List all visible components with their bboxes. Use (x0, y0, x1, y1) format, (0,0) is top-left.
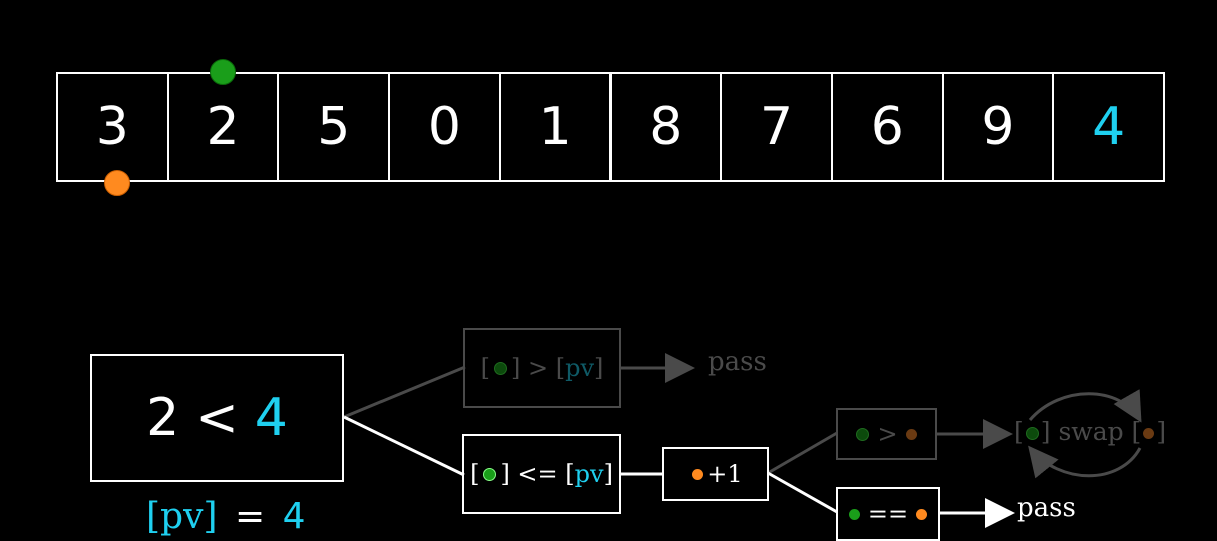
bracket-close: ] (603, 460, 613, 488)
array-cell: 3 (56, 72, 169, 182)
node-green-gt-orange: > (836, 408, 937, 460)
swap-arc-bottom (1028, 445, 1142, 479)
pivot-label: [pv] = 4 (146, 496, 305, 537)
gt-operator-text: ] > [ (510, 354, 566, 382)
swap-arc-top (1028, 389, 1142, 423)
eq-operator-text: == (867, 500, 909, 528)
node-green-le-pivot: [ ] <= [pv] (462, 434, 621, 514)
pv-text: pv (574, 460, 604, 488)
green-dot-icon (848, 508, 860, 520)
array-cell: 6 (830, 72, 944, 182)
comparison-left: 2 (146, 388, 180, 448)
array-cell: 2 (166, 72, 280, 182)
pivot-close-bracket: ] (203, 496, 218, 537)
array-cell: 9 (941, 72, 1055, 182)
green-dot-icon (856, 427, 870, 441)
comparison-right: 4 (254, 388, 288, 448)
gt-operator-text: > (877, 420, 898, 448)
node-orange-increment: +1 (662, 447, 769, 501)
le-operator-text: ] <= [ (500, 460, 575, 488)
orange-dot-icon (692, 468, 704, 480)
bracket-open: [ (1014, 417, 1024, 446)
outcome-pass-bottom: pass (1017, 493, 1076, 523)
green-pointer-marker (210, 59, 236, 85)
outcome-pass-top: pass (708, 347, 767, 377)
pivot-equals: = (234, 496, 266, 537)
array-cell: 4 (1052, 72, 1165, 182)
bracket-open: [ (470, 460, 480, 488)
bracket-close: ] (1156, 417, 1167, 446)
bracket-close: ] (594, 354, 604, 382)
pivot-open-bracket: [ (146, 496, 161, 537)
pivot-name: pv (160, 496, 204, 537)
swap-text: ] swap [ (1040, 417, 1142, 446)
edge-to-gt-pv (343, 365, 466, 419)
orange-dot-icon (916, 508, 928, 520)
green-dot-icon (493, 361, 507, 375)
green-dot-icon (1025, 427, 1039, 440)
comparison-box: 2 < 4 (90, 354, 344, 482)
node-green-gt-pivot: [ ] > [pv] (463, 328, 621, 408)
array-cell: 1 (498, 72, 612, 182)
orange-pointer-marker (104, 170, 130, 196)
array-cell: 8 (609, 72, 723, 182)
pv-text: pv (565, 354, 594, 382)
array-cell: 7 (720, 72, 833, 182)
orange-dot-icon (905, 428, 917, 440)
array-cell: 0 (388, 72, 501, 182)
orange-dot-icon (1143, 428, 1155, 439)
edge-to-le-pv (343, 415, 465, 477)
bracket-open: [ (480, 354, 490, 382)
pivot-value: 4 (282, 496, 306, 537)
array-cell: 5 (277, 72, 391, 182)
comparison-operator: < (195, 388, 239, 448)
edge-to-gt-orange (767, 431, 838, 475)
increment-text: +1 (707, 460, 743, 488)
swap-label: [ ] swap [] (1014, 417, 1166, 446)
green-dot-icon (483, 467, 497, 481)
node-green-eq-orange: == (836, 487, 940, 541)
edge-to-eq-orange (767, 471, 838, 514)
